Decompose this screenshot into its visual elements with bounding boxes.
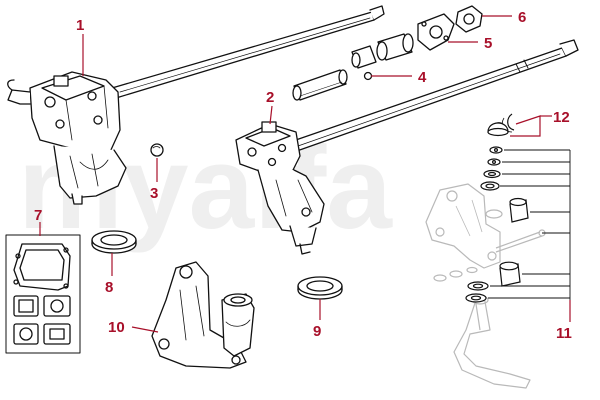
ball-part-3 (150, 143, 164, 157)
label-1: 1 (76, 17, 84, 34)
label-3: 3 (150, 185, 158, 202)
label-5: 5 (484, 35, 492, 52)
label-2: 2 (266, 89, 274, 106)
idler-bracket-part-10 (151, 261, 255, 369)
bushing-part-4 (292, 33, 414, 101)
leader-lines (39, 15, 552, 333)
nut-part-6 (455, 5, 483, 33)
ring-part-9 (297, 276, 343, 300)
label-8: 8 (105, 279, 113, 296)
label-9: 9 (313, 323, 321, 340)
part-11-bracket (488, 149, 571, 322)
label-11: 11 (556, 325, 572, 342)
label-7: 7 (34, 207, 42, 224)
idler-arm-assembly-part-11 (425, 183, 546, 389)
idler-arm-small-parts (465, 146, 529, 303)
steering-box-right (235, 39, 579, 255)
plate-washer-part-5 (417, 13, 455, 51)
label-6: 6 (518, 9, 526, 26)
cap-and-circlip-part-12 (487, 113, 515, 137)
ring-part-8 (91, 230, 137, 254)
gasket-set-part-7 (5, 234, 81, 354)
steering-box-left (7, 5, 385, 205)
label-4: 4 (418, 69, 427, 86)
label-10: 10 (108, 319, 125, 336)
label-12: 12 (553, 109, 570, 126)
